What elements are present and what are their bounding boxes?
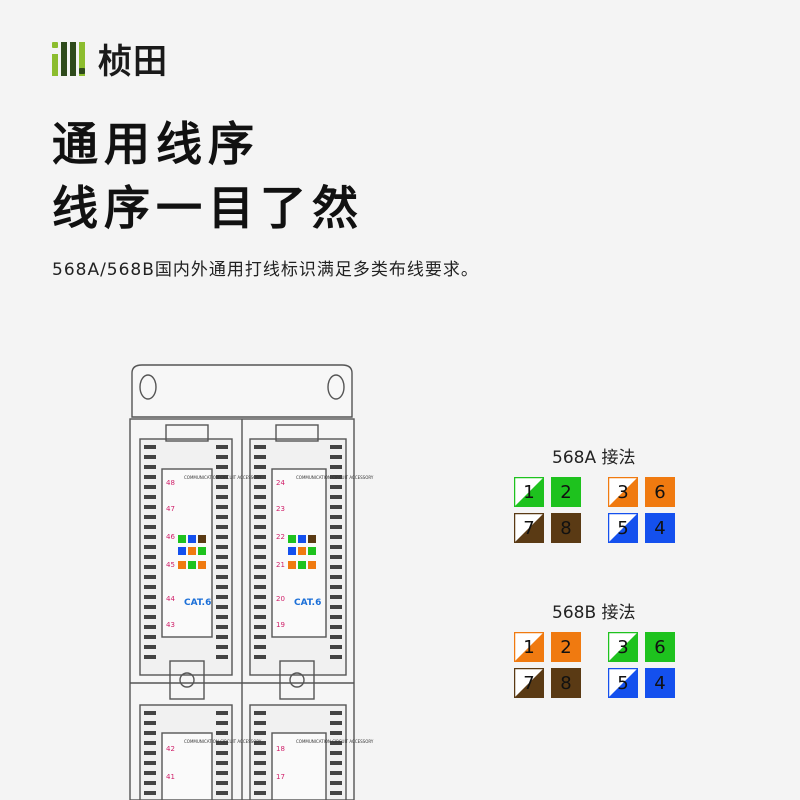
- port-number: 46: [166, 533, 175, 541]
- pin-number: 7: [523, 672, 535, 694]
- port-number: 45: [166, 561, 175, 569]
- pin-number: 1: [523, 636, 535, 658]
- port-number: 48: [166, 479, 175, 487]
- pin-8-swatch: 8: [551, 513, 581, 543]
- pin-number: 2: [560, 481, 572, 503]
- brand-logo-icon: [52, 38, 94, 78]
- module-text: COMMUNICATION CIRCUIT ACCESSORY: [296, 739, 374, 744]
- port-number: 43: [166, 621, 175, 629]
- pin-number: 6: [654, 481, 666, 503]
- port-number: 21: [276, 561, 285, 569]
- pin-3-swatch: 3: [608, 632, 638, 662]
- pin-2-swatch: 2: [551, 477, 581, 507]
- headline-line-2: 线序一目了然: [52, 181, 364, 235]
- brand-name: 桢田: [98, 41, 168, 82]
- cat-label: CAT.6: [184, 598, 211, 608]
- port-number: 22: [276, 533, 285, 541]
- headline-line-1: 通用线序: [52, 117, 260, 171]
- pin-2-swatch: 2: [551, 632, 581, 662]
- brand-logo: 桢田: [52, 36, 168, 82]
- port-number: 24: [276, 479, 285, 487]
- port-number: 23: [276, 505, 285, 513]
- pin-7-swatch: 7: [514, 513, 544, 543]
- pin-number: 5: [617, 672, 629, 694]
- pin-number: 1: [523, 481, 535, 503]
- cat-label: CAT.6: [294, 598, 321, 608]
- port-number: 18: [276, 745, 285, 753]
- pin-3-swatch: 3: [608, 477, 638, 507]
- pin-number: 5: [617, 517, 629, 539]
- pin-4-swatch: 4: [645, 668, 675, 698]
- wiring-568b-title: 568B 接法: [552, 603, 636, 623]
- pin-1-swatch: 1: [514, 632, 544, 662]
- pin-number: 6: [654, 636, 666, 658]
- port-number: 47: [166, 505, 175, 513]
- module-text: COMMUNICATION CIRCUIT ACCESSORY: [296, 475, 374, 480]
- pin-number: 4: [654, 517, 666, 539]
- port-number: 19: [276, 621, 285, 629]
- pin-6-swatch: 6: [645, 632, 675, 662]
- headline: 通用线序 线序一目了然: [52, 112, 364, 240]
- wiring-568a-title: 568A 接法: [552, 448, 636, 468]
- pin-number: 2: [560, 636, 572, 658]
- pin-number: 8: [560, 672, 572, 694]
- pin-5-swatch: 5: [608, 513, 638, 543]
- pin-5-swatch: 5: [608, 668, 638, 698]
- pin-number: 7: [523, 517, 535, 539]
- module-text: COMMUNICATION CIRCUIT ACCESSORY: [184, 475, 262, 480]
- port-number: 44: [166, 595, 175, 603]
- pin-number: 4: [654, 672, 666, 694]
- pin-number: 8: [560, 517, 572, 539]
- pin-6-swatch: 6: [645, 477, 675, 507]
- pin-4-swatch: 4: [645, 513, 675, 543]
- patch-panel-illustration: 48 47 46 45 44 43 24 23 22 21 20 19 42 4…: [129, 364, 374, 800]
- port-number: 41: [166, 773, 175, 781]
- pin-7-swatch: 7: [514, 668, 544, 698]
- pin-8-swatch: 8: [551, 668, 581, 698]
- pin-number: 3: [617, 636, 629, 658]
- port-number: 20: [276, 595, 285, 603]
- port-number: 17: [276, 773, 285, 781]
- pin-number: 3: [617, 481, 629, 503]
- module-text: COMMUNICATION CIRCUIT ACCESSORY: [184, 739, 262, 744]
- subtitle: 568A/568B国内外通用打线标识满足多类布线要求。: [52, 260, 479, 280]
- pin-1-swatch: 1: [514, 477, 544, 507]
- port-number: 42: [166, 745, 175, 753]
